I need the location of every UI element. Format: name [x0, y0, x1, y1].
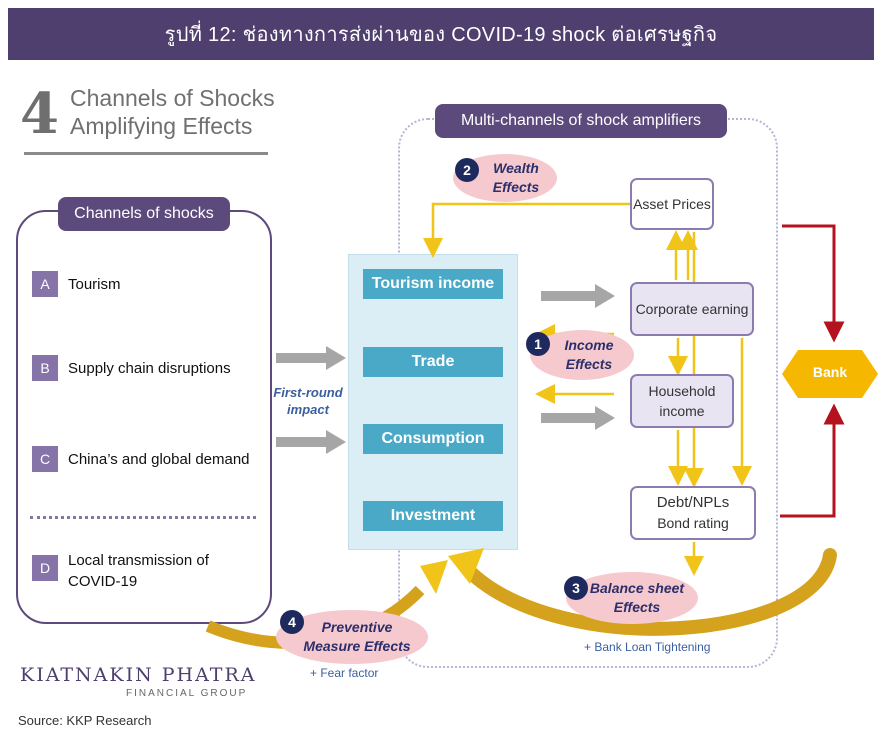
red-arrow-top: [782, 224, 845, 343]
header-banner: รูปที่ 12: ช่องทางการส่งผ่านของ COVID-19…: [8, 8, 874, 60]
gray-arrow-4: [541, 406, 615, 430]
bank-loan-note: + Bank Loan Tightening: [584, 640, 711, 654]
section-title-line1: Channels of Shocks: [70, 85, 275, 111]
effect-number-4: 4: [280, 610, 304, 634]
logo-text: KIATNAKIN PHATRA: [20, 664, 257, 686]
fear-factor-note: + Fear factor: [310, 666, 379, 680]
section-number: 4: [20, 81, 59, 147]
corporate-earning-box: Corporate earning: [630, 282, 754, 336]
channel-letter-a: A: [32, 271, 58, 297]
logo-subtext: FINANCIAL GROUP: [126, 688, 248, 699]
preventive-text: Preventive Measure Effects: [303, 619, 411, 654]
first-round-impact: First-round impact: [273, 385, 343, 417]
channels-label: Channels of shocks: [58, 197, 230, 231]
header-title: รูปที่ 12: ช่องทางการส่งผ่านของ COVID-19…: [164, 24, 718, 46]
amplifiers-label: Multi-channels of shock amplifiers: [435, 104, 727, 138]
asset-prices-box: Asset Prices: [630, 178, 714, 230]
channel-letter-c: C: [32, 446, 58, 472]
impact-investment: Investment: [363, 501, 503, 531]
bank-label: Bank: [812, 364, 848, 380]
channel-global-demand: China’s and global demand: [68, 451, 250, 468]
section-title-line2: Amplifying Effects: [70, 113, 253, 139]
effect-number-2: 2: [455, 158, 479, 182]
source-note: Source: KKP Research: [18, 713, 152, 728]
balance-sheet-curve: [461, 548, 837, 636]
gray-arrow-2: [276, 430, 346, 454]
impact-tourism-income: Tourism income: [363, 269, 503, 299]
balance-sheet-head: [448, 548, 484, 584]
bank-hexagon: [782, 350, 878, 398]
channel-tourism: Tourism: [68, 276, 121, 293]
channels-divider: [30, 516, 256, 519]
channel-letter-d: D: [32, 555, 58, 581]
impact-trade: Trade: [363, 347, 503, 377]
income-effects-text: Income Effects: [564, 337, 614, 372]
balance-sheet-text: Balance sheet Effects: [589, 580, 685, 615]
debt-line2: Bond rating: [657, 515, 729, 531]
effect-number-1: 1: [526, 332, 550, 356]
red-arrow-bottom: [780, 403, 845, 518]
household-income-box: Household income: [630, 374, 734, 428]
channel-local-transmission: Local transmission of COVID-19: [68, 552, 209, 590]
debt-npls-box: Debt/NPLs Bond rating: [630, 486, 756, 540]
preventive-ellipse: Preventive Measure Effects: [276, 610, 428, 664]
title-underline: [24, 152, 268, 155]
effect-number-3: 3: [564, 576, 588, 600]
wealth-arrow: [423, 202, 630, 258]
preventive-head: [420, 560, 448, 594]
impact-consumption: Consumption: [363, 424, 503, 454]
debt-line1: Debt/NPLs: [656, 494, 730, 511]
gray-arrow-3: [541, 284, 615, 308]
gray-arrow-1: [276, 346, 346, 370]
impact-panel: [348, 254, 518, 550]
channels-panel: [16, 210, 272, 624]
wealth-effects-text: Wealth Effects: [492, 160, 540, 195]
balance-sheet-ellipse: Balance sheet Effects: [566, 572, 698, 624]
channel-letter-b: B: [32, 355, 58, 381]
channel-supply-chain: Supply chain disruptions: [68, 360, 231, 377]
